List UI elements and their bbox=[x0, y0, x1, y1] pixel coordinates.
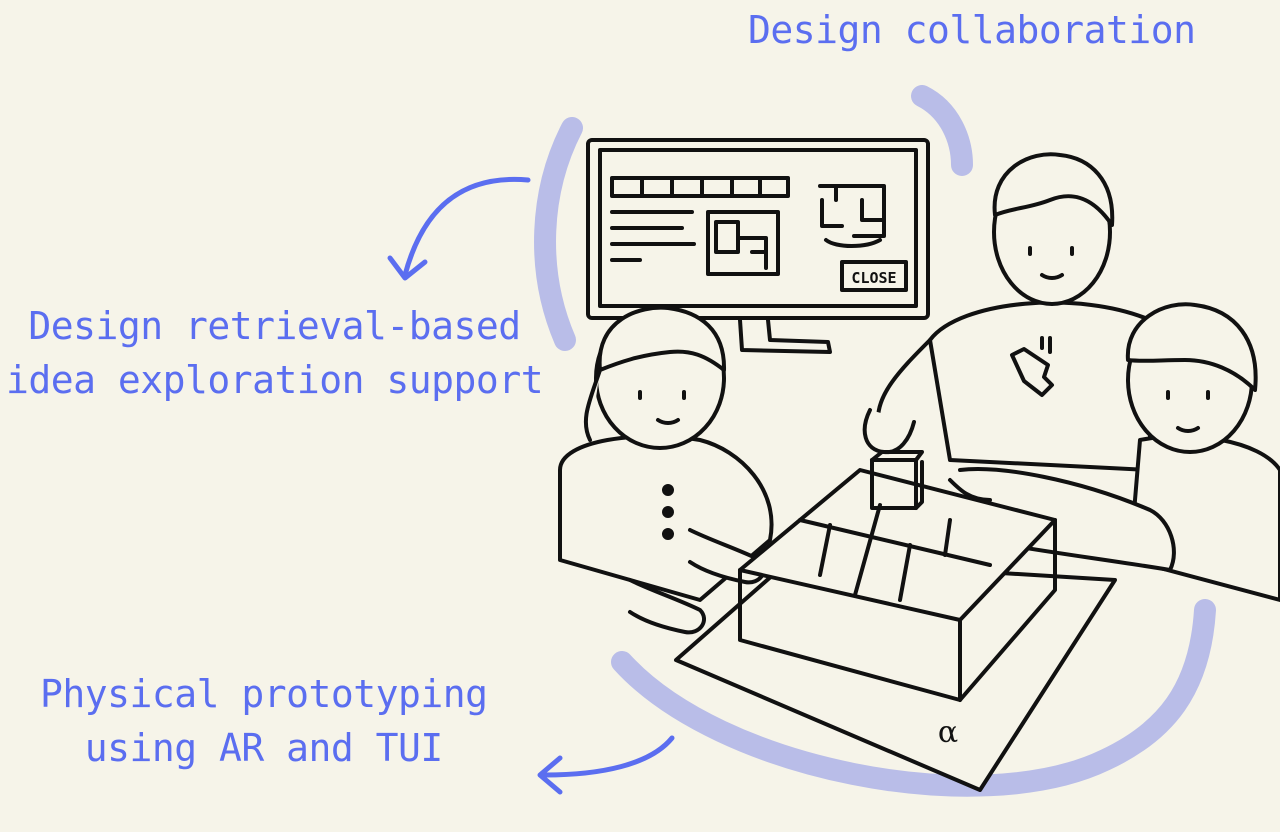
arrow-to-retrieval-head bbox=[387, 255, 428, 281]
label-retrieval-line1: Design retrieval-based bbox=[28, 304, 521, 348]
label-physical-line2: using AR and TUI bbox=[84, 725, 444, 770]
person-left bbox=[558, 305, 774, 635]
arrows bbox=[387, 176, 675, 795]
monitor-stand bbox=[738, 318, 832, 354]
arrow-to-physical bbox=[542, 735, 675, 778]
label-design-retrieval: Design retrieval-based idea exploration … bbox=[6, 300, 544, 408]
bottom-arc bbox=[611, 599, 1216, 797]
cycle-arcs bbox=[534, 85, 1216, 797]
close-button bbox=[840, 260, 908, 292]
label-design-collaboration: Design collaboration bbox=[748, 4, 1196, 58]
label-collaboration-text: Design collaboration bbox=[748, 8, 1196, 52]
mat bbox=[674, 558, 1117, 792]
label-physical-line1: Physical prototyping bbox=[40, 672, 488, 716]
top-arc bbox=[911, 85, 973, 176]
arrow-to-physical-head bbox=[537, 755, 563, 795]
monitor-screen bbox=[598, 148, 918, 308]
label-physical-prototyping: Physical prototyping using AR and TUI bbox=[40, 668, 488, 776]
arrow-to-retrieval bbox=[402, 176, 531, 278]
monitor bbox=[586, 138, 930, 354]
label-retrieval-line2: idea exploration support bbox=[6, 357, 544, 402]
block bbox=[870, 458, 918, 510]
box-marker: α bbox=[938, 715, 958, 750]
left-arc bbox=[534, 117, 583, 351]
person-center bbox=[862, 152, 1152, 472]
prototype-box bbox=[674, 450, 1117, 792]
close-button-label: CLOSE bbox=[851, 269, 896, 287]
